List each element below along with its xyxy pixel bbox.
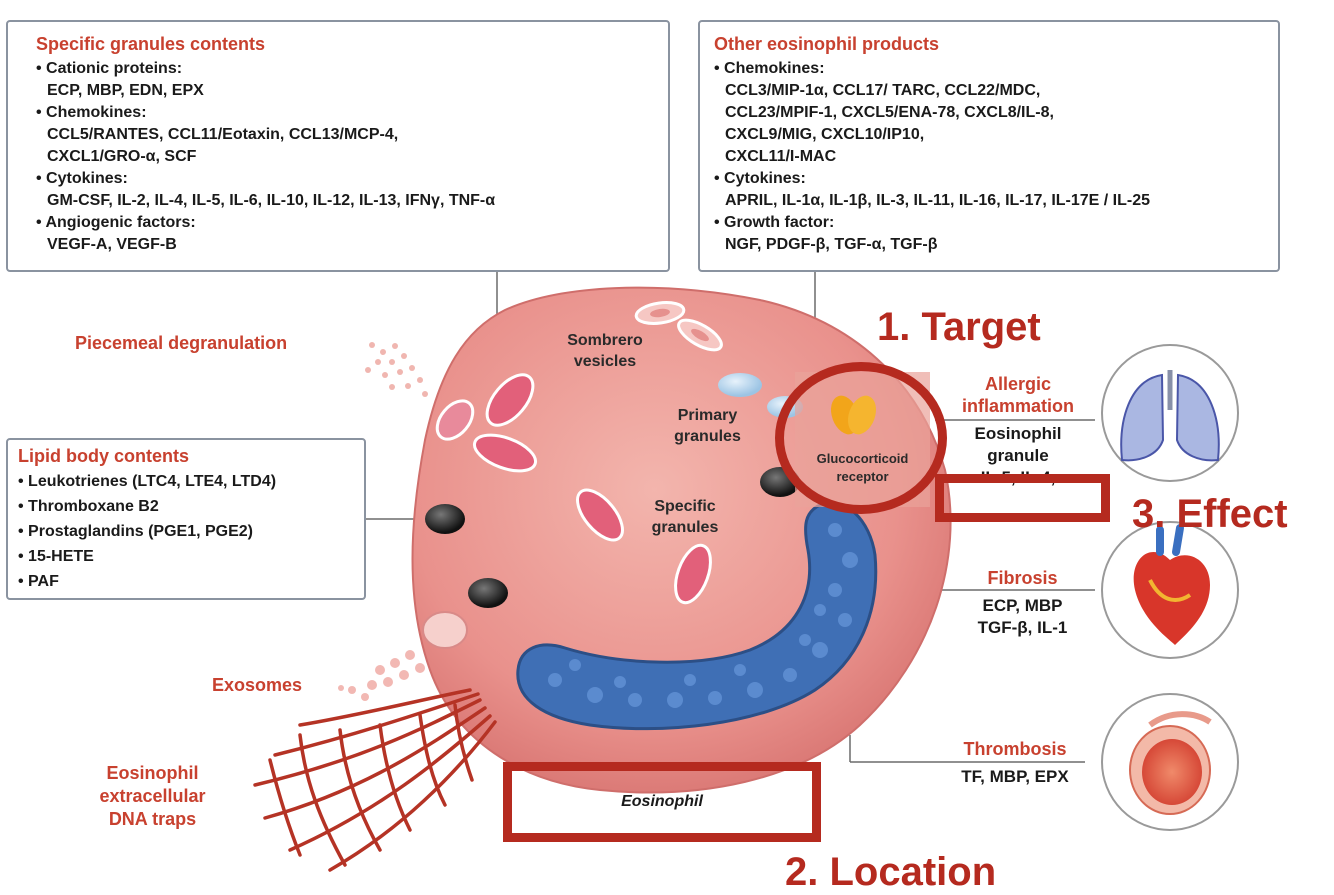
net-label: Eosinophil extracellular DNA traps [99, 763, 206, 829]
other-products-item: Chemokines: CCL3/MIP-1α, CCL17/ TARC, CCL… [714, 58, 1270, 168]
exosomes-label: Exosomes [212, 675, 303, 695]
effect-annotation: 3. Effect [1132, 492, 1288, 536]
location-annotation: 2. Location [785, 850, 997, 894]
piecemeal-label: Piecemeal degranulation [75, 333, 288, 353]
lung-illustration [1101, 344, 1239, 482]
other-products-item-values: CCL3/MIP-1α, CCL17/ TARC, CCL22/MDC, [725, 82, 1041, 99]
other-products-item-heading: Chemokines: [714, 60, 825, 77]
sombrero-vesicles [634, 301, 723, 352]
specific-granules-item: Cationic proteins: ECP, MBP, EDN, EPX [36, 58, 654, 102]
exosome-bud [338, 611, 468, 701]
lipid-body-list: Leukotrienes (LTC4, LTE4, LTD4)Thromboxa… [18, 469, 356, 594]
vessel-illustration [1101, 693, 1239, 831]
specific-granules-item: Angiogenic factors: VEGF-A, VEGF-B [36, 212, 654, 256]
primary-label: Primary granules [674, 407, 741, 445]
other-products-item-values: APRIL, IL-1α, IL-1β, IL-3, IL-11, IL-16,… [725, 192, 1151, 209]
other-products-item: Cytokines: APRIL, IL-1α, IL-1β, IL-3, IL-… [714, 168, 1270, 212]
dna-traps [253, 688, 497, 872]
specific-granules-item-values: ECP, MBP, EDN, EPX [47, 82, 204, 99]
specific-granules-item-values: VEGF-A, VEGF-B [47, 236, 177, 253]
specific-granules-item: Cytokines: GM-CSF, IL-2, IL-4, IL-5, IL-6… [36, 168, 654, 212]
fibrosis-value-line: TGF-β, IL-1 [977, 618, 1068, 637]
thrombosis-title: Thrombosis [963, 739, 1067, 759]
fibrosis-title: Fibrosis [987, 568, 1058, 588]
lipid-body-title: Lipid body contents [18, 446, 189, 466]
other-products-title: Other eosinophil products [714, 34, 940, 54]
thrombosis-value-line: TF, MBP, EPX [961, 767, 1069, 786]
specific-granules-item: Chemokines: CCL5/RANTES, CCL11/Eotaxin, C… [36, 102, 654, 168]
lipid-body-item: PAF [18, 569, 356, 594]
specific-granules-list: Cationic proteins: ECP, MBP, EDN, EPX Chem… [36, 58, 654, 256]
lipid-body-item: Thromboxane B2 [18, 494, 356, 519]
specific-granules-item-heading: Cytokines: [36, 170, 128, 187]
specific-granules-item-values: CCL5/RANTES, CCL11/Eotaxin, CCL13/MCP-4, [47, 126, 399, 143]
specific-granules-item-heading: Angiogenic factors: [36, 214, 196, 231]
other-products-item-values: CCL23/MPIF-1, CXCL5/ENA-78, CXCL8/IL-8, [725, 104, 1054, 121]
nucleus-texture [548, 523, 858, 708]
fibrosis: Fibrosis ECP, MBP TGF-β, IL-1 [950, 567, 1095, 639]
other-products-box: Other eosinophil products Chemokines: CCL… [698, 20, 1280, 272]
other-products-item-values: CXCL9/MIG, CXCL10/IP10, [725, 126, 925, 143]
specific-granules-title: Specific granules contents [36, 34, 266, 54]
allergic-title: Allergic inflammation [961, 374, 1074, 416]
piecemeal-dots [365, 342, 428, 397]
target-annotation: 1. Target [877, 305, 1041, 349]
target-highlight-circle [775, 362, 947, 514]
effect-highlight-box [935, 474, 1110, 522]
specific-label: Specific granules [651, 498, 719, 536]
specific-granules [435, 373, 712, 605]
specific-granules-item-heading: Cationic proteins: [36, 60, 182, 77]
specific-granules-item-heading: Chemokines: [36, 104, 147, 121]
allergic-value-line: granule [987, 446, 1049, 465]
thrombosis: Thrombosis TF, MBP, EPX [940, 738, 1090, 788]
sombrero-label: Sombrero vesicles [567, 332, 643, 370]
eosinophil-label: Eosinophil [621, 793, 703, 810]
lipid-body-item: Leukotrienes (LTC4, LTE4, LTD4) [18, 469, 356, 494]
lipid-body-item: Prostaglandins (PGE1, PGE2) [18, 519, 356, 544]
lipid-body-item: 15-HETE [18, 544, 356, 569]
location-highlight-box: Eosinophil [503, 762, 821, 842]
other-products-item-heading: Growth factor: [714, 214, 834, 231]
allergic-value-line: Eosinophil [974, 424, 1062, 443]
other-products-item-values: NGF, PDGF-β, TGF-α, TGF-β [725, 236, 938, 253]
lipid-body-box: Lipid body contents Leukotrienes (LTC4, … [6, 438, 366, 600]
other-products-item-values: CXCL11/I-MAC [725, 148, 837, 165]
specific-granules-item-values: GM-CSF, IL-2, IL-4, IL-5, IL-6, IL-10, I… [47, 192, 496, 209]
other-products-list: Chemokines: CCL3/MIP-1α, CCL17/ TARC, CCL… [714, 58, 1270, 256]
other-products-item-heading: Cytokines: [714, 170, 806, 187]
fibrosis-values: ECP, MBP TGF-β, IL-1 [950, 595, 1095, 639]
heart-illustration [1101, 521, 1239, 659]
thrombosis-values: TF, MBP, EPX [940, 766, 1090, 788]
specific-granules-item-values: CXCL1/GRO-α, SCF [47, 148, 197, 165]
other-products-item: Growth factor: NGF, PDGF-β, TGF-α, TGF-β [714, 212, 1270, 256]
fibrosis-value-line: ECP, MBP [982, 596, 1063, 615]
specific-granules-box: Specific granules contents Cationic prot… [6, 20, 670, 272]
